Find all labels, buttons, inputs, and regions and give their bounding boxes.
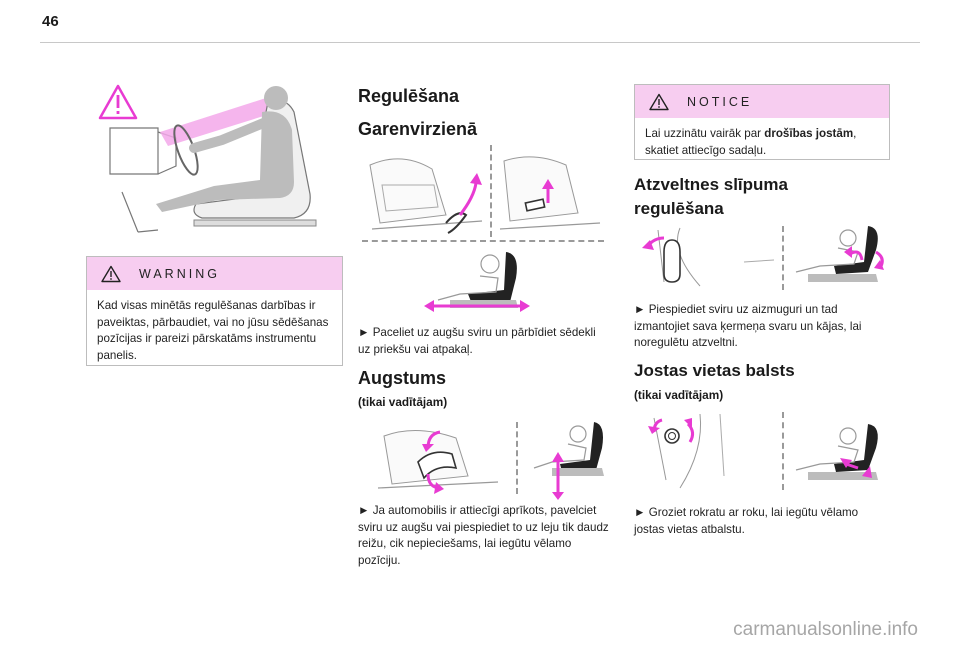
longitudinal-seat-base-illustration — [499, 156, 601, 230]
backrest-seat-illustration — [795, 226, 884, 282]
longitudinal-seat-lever-illustration — [369, 158, 483, 234]
lumbar-instruction: ► Groziet rokratu ar roku, lai iegūtu vē… — [634, 506, 859, 536]
watermark: carmanualsonline.info — [733, 619, 918, 640]
illustration-divider — [516, 422, 518, 494]
notice-header: NOTICE — [635, 85, 889, 118]
height-subheading: (tikai vadītājam) — [358, 395, 448, 409]
illustration-divider — [782, 226, 784, 290]
warning-triangle-icon — [101, 265, 121, 282]
warning-text: Kad visas minētās regulēšanas darbības i… — [97, 299, 329, 362]
notice-text: Lai uzzinātu vairāk par drošības jostām,… — [635, 118, 889, 167]
backrest-lever-illustration — [642, 227, 775, 287]
driving-posture-illustration — [98, 84, 317, 233]
warning-triangle-icon — [98, 84, 138, 120]
illustration-divider — [490, 145, 492, 237]
header-divider — [40, 42, 920, 43]
lumbar-subheading: (tikai vadītājam) — [634, 388, 724, 402]
height-lever-illustration — [377, 429, 499, 494]
section-heading-height: Augstums — [358, 368, 447, 388]
page-number: 46 — [42, 13, 59, 30]
notice-text-part: Lai uzzinātu vairāk par — [645, 127, 765, 140]
backrest-heading-line2: regulēšana — [634, 199, 724, 218]
longitudinal-instruction: ► Paceliet uz augšu sviru un pārbīdiet s… — [358, 326, 596, 356]
notice-box: NOTICE Lai uzzinātu vairāk par drošības … — [634, 84, 890, 160]
warning-header: WARNING — [87, 257, 342, 290]
longitudinal-seat-slide-illustration — [424, 252, 530, 312]
height-seat-illustration — [533, 422, 604, 500]
notice-text-bold: drošības jostām — [764, 127, 854, 140]
lumbar-seat-illustration — [795, 424, 878, 480]
section-heading-longitudinal: Garenvirzienā — [358, 119, 478, 139]
illustration-divider — [782, 412, 784, 490]
backrest-instruction: ► Piespiediet sviru uz aizmuguri un tad … — [634, 303, 862, 349]
section-heading-lumbar: Jostas vietas balsts — [634, 361, 795, 380]
illustration-divider-horizontal — [362, 240, 604, 242]
notice-text-part: , skatiet attiecīgo sadaļu. — [645, 127, 857, 157]
warning-triangle-icon — [649, 93, 669, 110]
lumbar-knob-illustration — [648, 413, 725, 489]
section-heading-backrest: Atzveltnes slīpuma regulēšana — [634, 173, 788, 221]
warning-label: WARNING — [139, 266, 220, 281]
section-heading-adjustment: Regulēšana — [358, 86, 460, 106]
notice-label: NOTICE — [687, 94, 753, 109]
height-instruction: ► Ja automobilis ir attiecīgi aprīkots, … — [358, 504, 609, 567]
backrest-heading-line1: Atzveltnes slīpuma — [634, 175, 788, 194]
warning-box: WARNING Kad visas minētās regulēšanas da… — [86, 256, 343, 366]
